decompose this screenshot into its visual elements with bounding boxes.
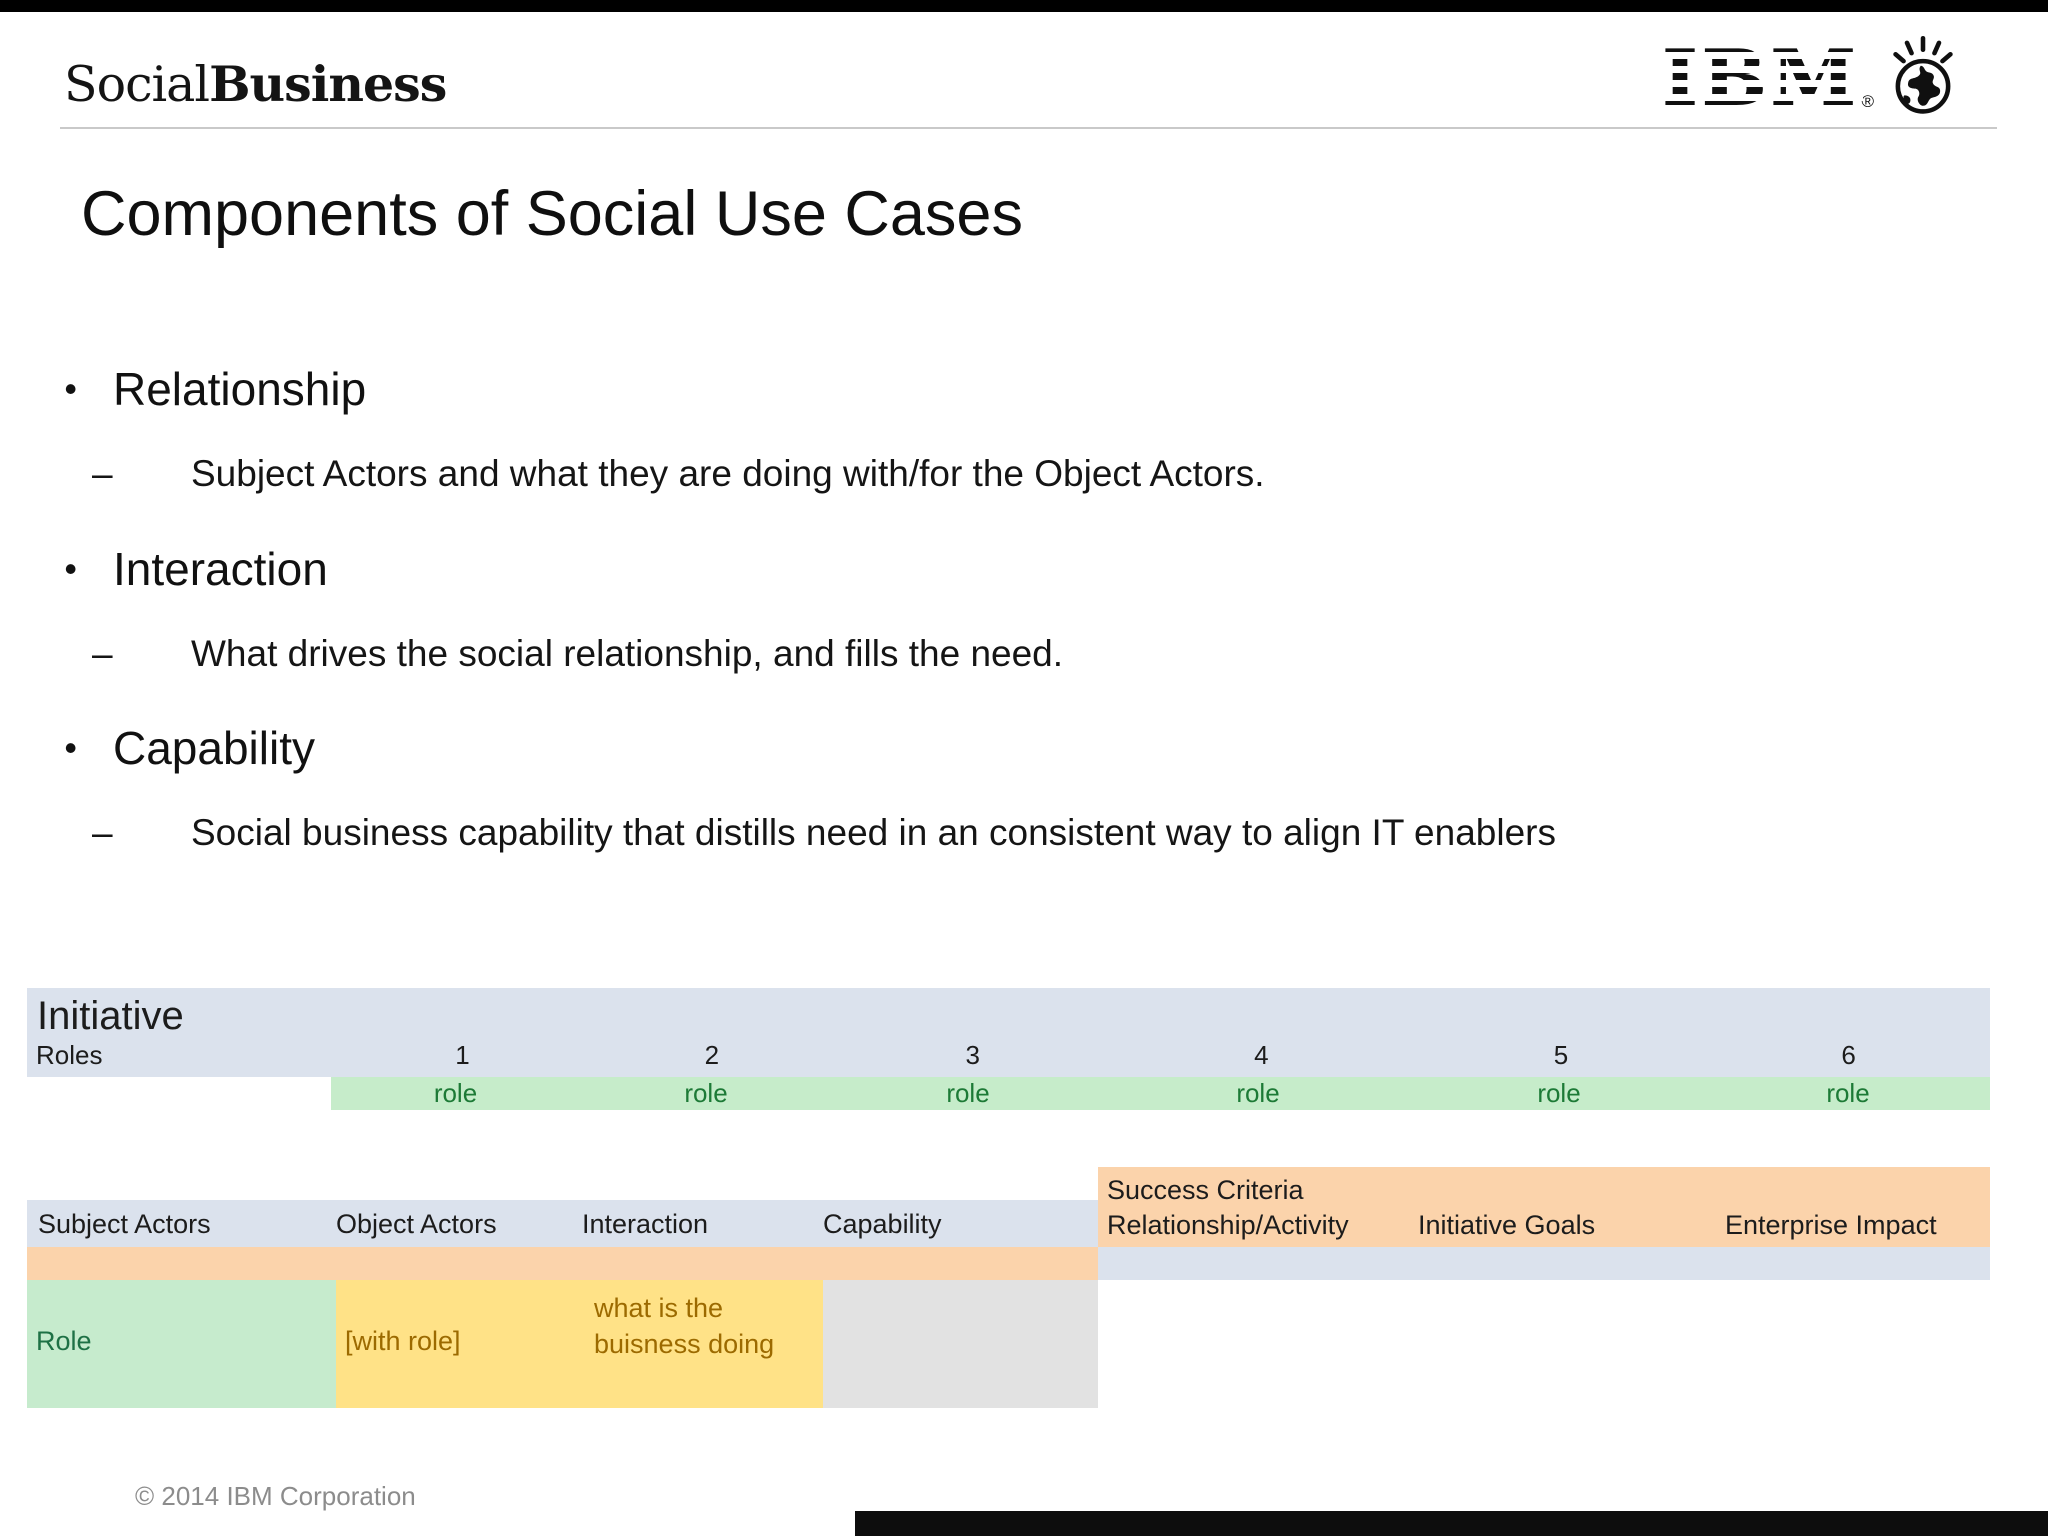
roles-row: Roles 1 2 3 4 5 6 bbox=[27, 1040, 1990, 1073]
cell-subject-actor: Role bbox=[27, 1280, 336, 1408]
ibm-logo-stripe bbox=[1657, 66, 1864, 73]
column-header-enterprise-impact: Enterprise Impact bbox=[1725, 1210, 1937, 1240]
ibm-logo-stripe bbox=[1657, 94, 1864, 101]
bullet-subtext: Social business capability that distills… bbox=[191, 812, 1556, 853]
table-row: Role [with role] what is the buisness do… bbox=[27, 1280, 1098, 1408]
header-divider bbox=[60, 127, 1997, 129]
success-criteria-headers: Relationship/Activity Initiative Goals E… bbox=[1098, 1210, 1990, 1241]
ibm-logo: IBM ® bbox=[1657, 36, 1960, 118]
bullet-group-capability: • Capability – Social business capabilit… bbox=[0, 721, 2048, 861]
column-header-capability: Capability bbox=[823, 1209, 942, 1239]
column-header-initiative-goals: Initiative Goals bbox=[1418, 1210, 1596, 1240]
brand-social: Social bbox=[64, 56, 210, 113]
role-column-number: 5 bbox=[1553, 1040, 1569, 1070]
cell-object-actor: [with role] bbox=[336, 1280, 582, 1408]
role-cell: role bbox=[832, 1077, 1104, 1110]
bullet-subtext: What drives the social relationship, and… bbox=[191, 632, 1064, 674]
cell-interaction: what is the buisness doing bbox=[582, 1280, 823, 1408]
role-cell: role bbox=[1706, 1077, 1990, 1110]
role-column-number: 3 bbox=[965, 1040, 980, 1070]
success-criteria-label: Success Criteria bbox=[1107, 1175, 1304, 1205]
copyright-text: © 2014 IBM Corporation bbox=[135, 1481, 416, 1511]
bullet-group-interaction: • Interaction – What drives the social r… bbox=[0, 542, 2048, 682]
bullet-group-relationship: • Relationship – Subject Actors and what… bbox=[0, 362, 2048, 502]
roles-label: Roles bbox=[36, 1040, 103, 1070]
smarter-planet-globe-icon bbox=[1893, 36, 1953, 114]
bullet-list: • Relationship – Subject Actors and what… bbox=[0, 362, 2048, 901]
right-blue-band bbox=[1098, 1247, 1990, 1280]
cell-capability bbox=[823, 1280, 1098, 1408]
social-business-logo: SocialBusiness bbox=[64, 55, 447, 113]
bullet-label: Capability bbox=[113, 722, 315, 774]
ibm-registered-mark: ® bbox=[1861, 92, 1874, 111]
bullet-level1: • Interaction bbox=[0, 542, 2048, 596]
ibm-logo-stripe bbox=[1657, 80, 1864, 87]
role-cell: role bbox=[1412, 1077, 1706, 1110]
bullet-label: Relationship bbox=[113, 363, 367, 415]
role-column-number: 1 bbox=[455, 1040, 470, 1070]
column-header-interaction: Interaction bbox=[582, 1209, 709, 1239]
success-criteria-block: Success Criteria Relationship/Activity I… bbox=[1098, 1167, 1990, 1247]
bullet-subtext: Subject Actors and what they are doing w… bbox=[191, 453, 1265, 494]
bottom-black-bar bbox=[855, 1511, 2048, 1536]
bullet-dot-icon: • bbox=[64, 368, 77, 409]
ibm-logo-stripe bbox=[1657, 52, 1864, 59]
column-header-subject-actors: Subject Actors bbox=[38, 1209, 211, 1239]
bullet-level2: – What drives the social relationship, a… bbox=[0, 626, 2048, 682]
role-column-number: 2 bbox=[704, 1040, 720, 1070]
role-band: role role role role role role bbox=[27, 1077, 1990, 1110]
bullet-label: Interaction bbox=[113, 542, 328, 595]
ibm-logo-letters: IBM bbox=[1657, 40, 1864, 118]
bullet-level1: • Capability bbox=[0, 721, 2048, 775]
bullet-level1: • Relationship bbox=[0, 362, 2048, 416]
initiative-title: Initiative bbox=[37, 994, 184, 1038]
bullet-level2: – Social business capability that distil… bbox=[0, 805, 2048, 861]
bullet-dash-icon: – bbox=[92, 812, 113, 853]
bullet-dash-icon: – bbox=[92, 453, 113, 494]
left-header-band: Subject Actors Object Actors Interaction… bbox=[27, 1200, 1098, 1247]
initiative-table: Initiative Roles 1 2 3 4 5 6 role role r… bbox=[27, 988, 1990, 1110]
role-column-number: 6 bbox=[1841, 1040, 1856, 1070]
initiative-header-band: Initiative Roles 1 2 3 4 5 6 bbox=[27, 988, 1990, 1077]
use-case-table: Success Criteria Relationship/Activity I… bbox=[27, 1167, 1990, 1408]
column-header-relationship-activity: Relationship/Activity bbox=[1107, 1210, 1349, 1240]
role-cell: role bbox=[331, 1077, 580, 1110]
bullet-dot-icon: • bbox=[64, 547, 77, 589]
role-cell: role bbox=[580, 1077, 832, 1110]
top-black-bar bbox=[0, 0, 2048, 12]
role-band-spacer bbox=[27, 1077, 331, 1110]
role-column-number: 4 bbox=[1254, 1040, 1269, 1070]
ibm-logo-text: IBM bbox=[1661, 33, 1860, 124]
bullet-dash-icon: – bbox=[92, 632, 113, 674]
bullet-dot-icon: • bbox=[64, 727, 77, 768]
brand-business: Business bbox=[209, 55, 447, 113]
column-header-object-actors: Object Actors bbox=[336, 1209, 497, 1239]
left-orange-band bbox=[27, 1247, 1098, 1280]
page-title: Components of Social Use Cases bbox=[81, 179, 1023, 249]
role-cell: role bbox=[1104, 1077, 1412, 1110]
bullet-level2: – Subject Actors and what they are doing… bbox=[0, 446, 2048, 502]
